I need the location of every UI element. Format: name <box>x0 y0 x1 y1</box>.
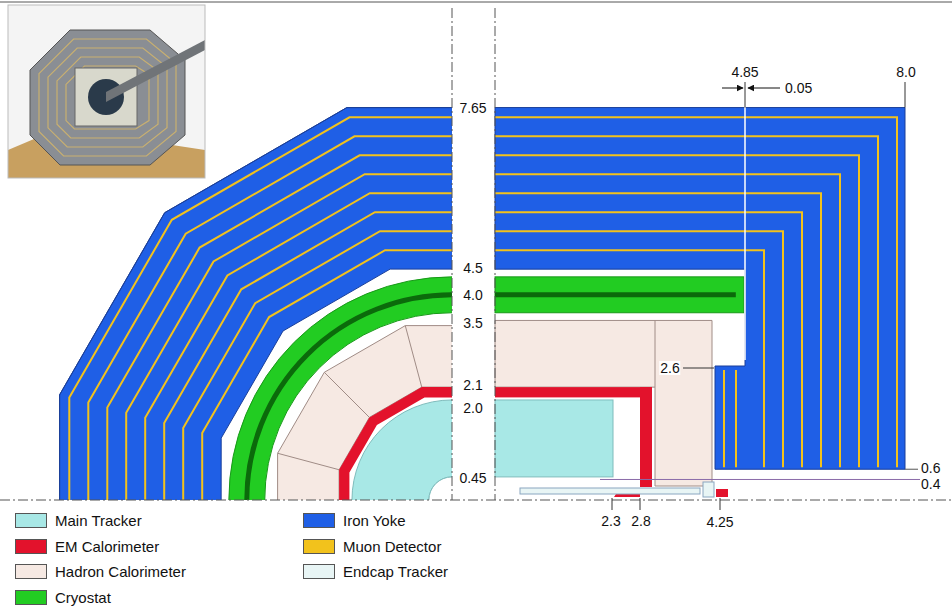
dimension-label: 4.0 <box>462 288 483 302</box>
muon-detector-layer <box>735 370 737 467</box>
inset-beam-pipe <box>106 40 205 102</box>
end-view <box>60 108 452 500</box>
hadron-endcap-edge <box>655 320 656 387</box>
legend-swatch <box>15 539 47 554</box>
dimension-arrow <box>748 88 780 89</box>
dimension-label: 2.0 <box>462 401 483 415</box>
dimension-label: 2.6 <box>659 361 680 375</box>
legend-text: Hadron Calorimeter <box>55 563 186 580</box>
legend-entry: Hadron Calorimeter <box>15 563 186 580</box>
dimension-label: 0.05 <box>784 81 813 95</box>
axes <box>0 8 952 510</box>
hadron-module-edge <box>405 326 421 388</box>
legend-text: Endcap Tracker <box>343 563 448 580</box>
muon-detector-layer <box>126 174 452 500</box>
yoke-outline <box>60 108 452 500</box>
dimension-line <box>744 82 746 360</box>
muon-detector-layer <box>88 136 452 500</box>
legend-entry: EM Calorimeter <box>15 538 159 555</box>
forward-calorimeter <box>716 489 728 497</box>
em-calorimeter-endcap <box>640 387 652 487</box>
detector-inset-illustration <box>8 5 205 178</box>
dimension-label: 2.8 <box>630 514 651 528</box>
dimension-label: 2.1 <box>462 378 483 392</box>
legend-swatch <box>303 564 335 579</box>
dimension-label: 4.5 <box>462 261 483 275</box>
legend-text: Iron Yoke <box>343 512 406 529</box>
muon-detector-layer <box>202 250 452 500</box>
dimension-label: 0.6 <box>920 461 941 475</box>
legend-text: Main Tracker <box>55 512 142 529</box>
legend-entry: Iron Yoke <box>303 512 406 529</box>
muon-detector-layer <box>164 212 452 500</box>
cryostat <box>229 277 452 500</box>
legend-swatch <box>15 513 47 528</box>
solenoid-coil <box>247 295 452 500</box>
dimension-label: 0.4 <box>920 477 941 491</box>
muon-detector-layer <box>183 231 452 500</box>
top-rule <box>0 2 952 3</box>
dimension-line <box>745 82 746 108</box>
em-calorimeter <box>339 387 452 500</box>
dimension-tick <box>612 498 613 510</box>
endcap-tracker <box>520 488 700 494</box>
main-tracker <box>352 400 452 500</box>
legend-text: Cryostat <box>55 589 111 606</box>
beam-axis <box>0 500 952 501</box>
dimension-arrow <box>722 88 743 89</box>
leader-line <box>905 469 918 470</box>
dimension-label: 8.0 <box>895 65 916 79</box>
beam-pipe-line <box>600 479 935 480</box>
dimension-label: 0.45 <box>458 471 487 485</box>
muon-detector-layer <box>69 117 452 500</box>
legend-swatch <box>15 590 47 605</box>
legend-text: EM Calorimeter <box>55 538 159 555</box>
muon-detector-layer <box>107 155 452 500</box>
hadron-calorimeter <box>278 326 452 500</box>
dimension-label: 7.65 <box>458 101 487 115</box>
inset-ground <box>8 5 205 178</box>
legend-entry: Muon Detector <box>303 538 441 555</box>
hadron-calorimeter <box>495 320 712 486</box>
symmetry-axis <box>495 8 496 500</box>
legend-text: Muon Detector <box>343 538 441 555</box>
muon-detector-layer <box>723 370 725 467</box>
inset-frame <box>8 5 205 178</box>
legend-swatch <box>303 539 335 554</box>
legend-swatch <box>15 564 47 579</box>
solenoid-coil <box>495 292 736 297</box>
hadron-module-edge <box>278 453 340 469</box>
main-tracker <box>495 400 613 477</box>
muon-detector-layer <box>145 193 452 500</box>
iron-yoke <box>60 108 452 500</box>
legend-entry: Cryostat <box>15 589 111 606</box>
cryostat <box>495 277 744 313</box>
dimension-line <box>905 82 906 108</box>
dimension-tick <box>640 498 641 510</box>
legend-swatch <box>303 513 335 528</box>
endcap-tracker <box>703 482 714 497</box>
dimension-label: 4.85 <box>730 65 759 79</box>
dimension-label: 3.5 <box>462 316 483 330</box>
side-view <box>495 108 935 497</box>
hadron-module-edge <box>324 372 369 417</box>
symmetry-axis <box>452 8 453 500</box>
dimension-tick <box>720 498 721 510</box>
em-calorimeter <box>495 387 652 397</box>
dimension-label: 2.3 <box>600 514 621 528</box>
dimension-label: 4.25 <box>705 515 734 529</box>
legend-entry: Endcap Tracker <box>303 563 448 580</box>
beam-region <box>429 477 452 500</box>
legend-entry: Main Tracker <box>15 512 142 529</box>
leader-line <box>683 368 714 369</box>
